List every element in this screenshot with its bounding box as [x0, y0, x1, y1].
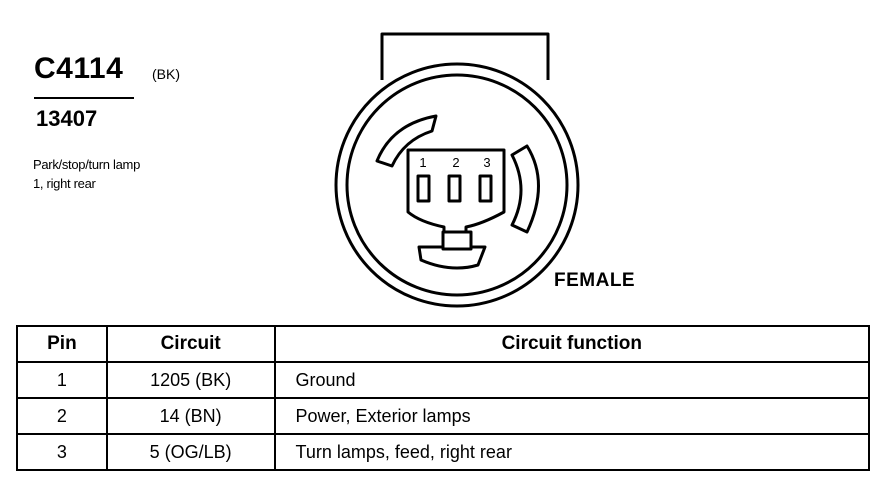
connector-face-diagram: 1 2 3 — [334, 32, 580, 308]
function-cell: Power, Exterior lamps — [273, 397, 871, 435]
function-cell: Ground — [273, 361, 871, 399]
column-header-circuit: Circuit — [105, 325, 276, 363]
circuit-cell: 5 (OG/LB) — [105, 433, 276, 471]
pin-cell: 3 — [16, 433, 108, 471]
pin-label-3: 3 — [483, 155, 490, 170]
pin-terminal-3 — [478, 174, 493, 203]
connector-outer-ring — [334, 62, 580, 308]
table-row: 1 1205 (BK) Ground — [16, 361, 871, 399]
circuit-cell: 14 (BN) — [105, 397, 276, 435]
pin-terminal-1 — [416, 174, 431, 203]
column-header-function: Circuit function — [273, 325, 871, 363]
connector-color-code: (BK) — [152, 66, 180, 82]
table-row: 3 5 (OG/LB) Turn lamps, feed, right rear — [16, 433, 871, 471]
keying-segment-bottom — [417, 245, 487, 270]
part-number: 13407 — [36, 106, 98, 131]
pin-label-1: 1 — [419, 155, 426, 170]
circuit-cell: 1205 (BK) — [105, 361, 276, 399]
keying-segment-top-left — [375, 114, 438, 168]
connector-gender-label: FEMALE — [554, 270, 636, 291]
pin-terminal-2 — [447, 174, 462, 203]
function-cell: Turn lamps, feed, right rear — [273, 433, 871, 471]
pin-label-2: 2 — [452, 155, 459, 170]
description-line-1: Park/stop/turn lamp — [33, 157, 141, 172]
connector-inner-ring — [345, 73, 569, 297]
connector-description: Park/stop/turn lamp 1, right rear — [33, 155, 140, 193]
connector-id: C4114 — [34, 52, 124, 85]
table-header-row: Pin Circuit Circuit function — [16, 325, 871, 363]
pin-table: Pin Circuit Circuit function 1 1205 (BK)… — [16, 325, 871, 471]
description-line-2: 1, right rear — [33, 176, 96, 191]
column-header-pin: Pin — [16, 325, 108, 363]
keying-slot — [441, 230, 473, 251]
pin-cell: 2 — [16, 397, 108, 435]
pin-cell: 1 — [16, 361, 108, 399]
connector-housing-tab — [380, 32, 550, 80]
title-underline — [34, 97, 134, 99]
table-row: 2 14 (BN) Power, Exterior lamps — [16, 397, 871, 435]
keying-segment-right — [510, 144, 540, 234]
